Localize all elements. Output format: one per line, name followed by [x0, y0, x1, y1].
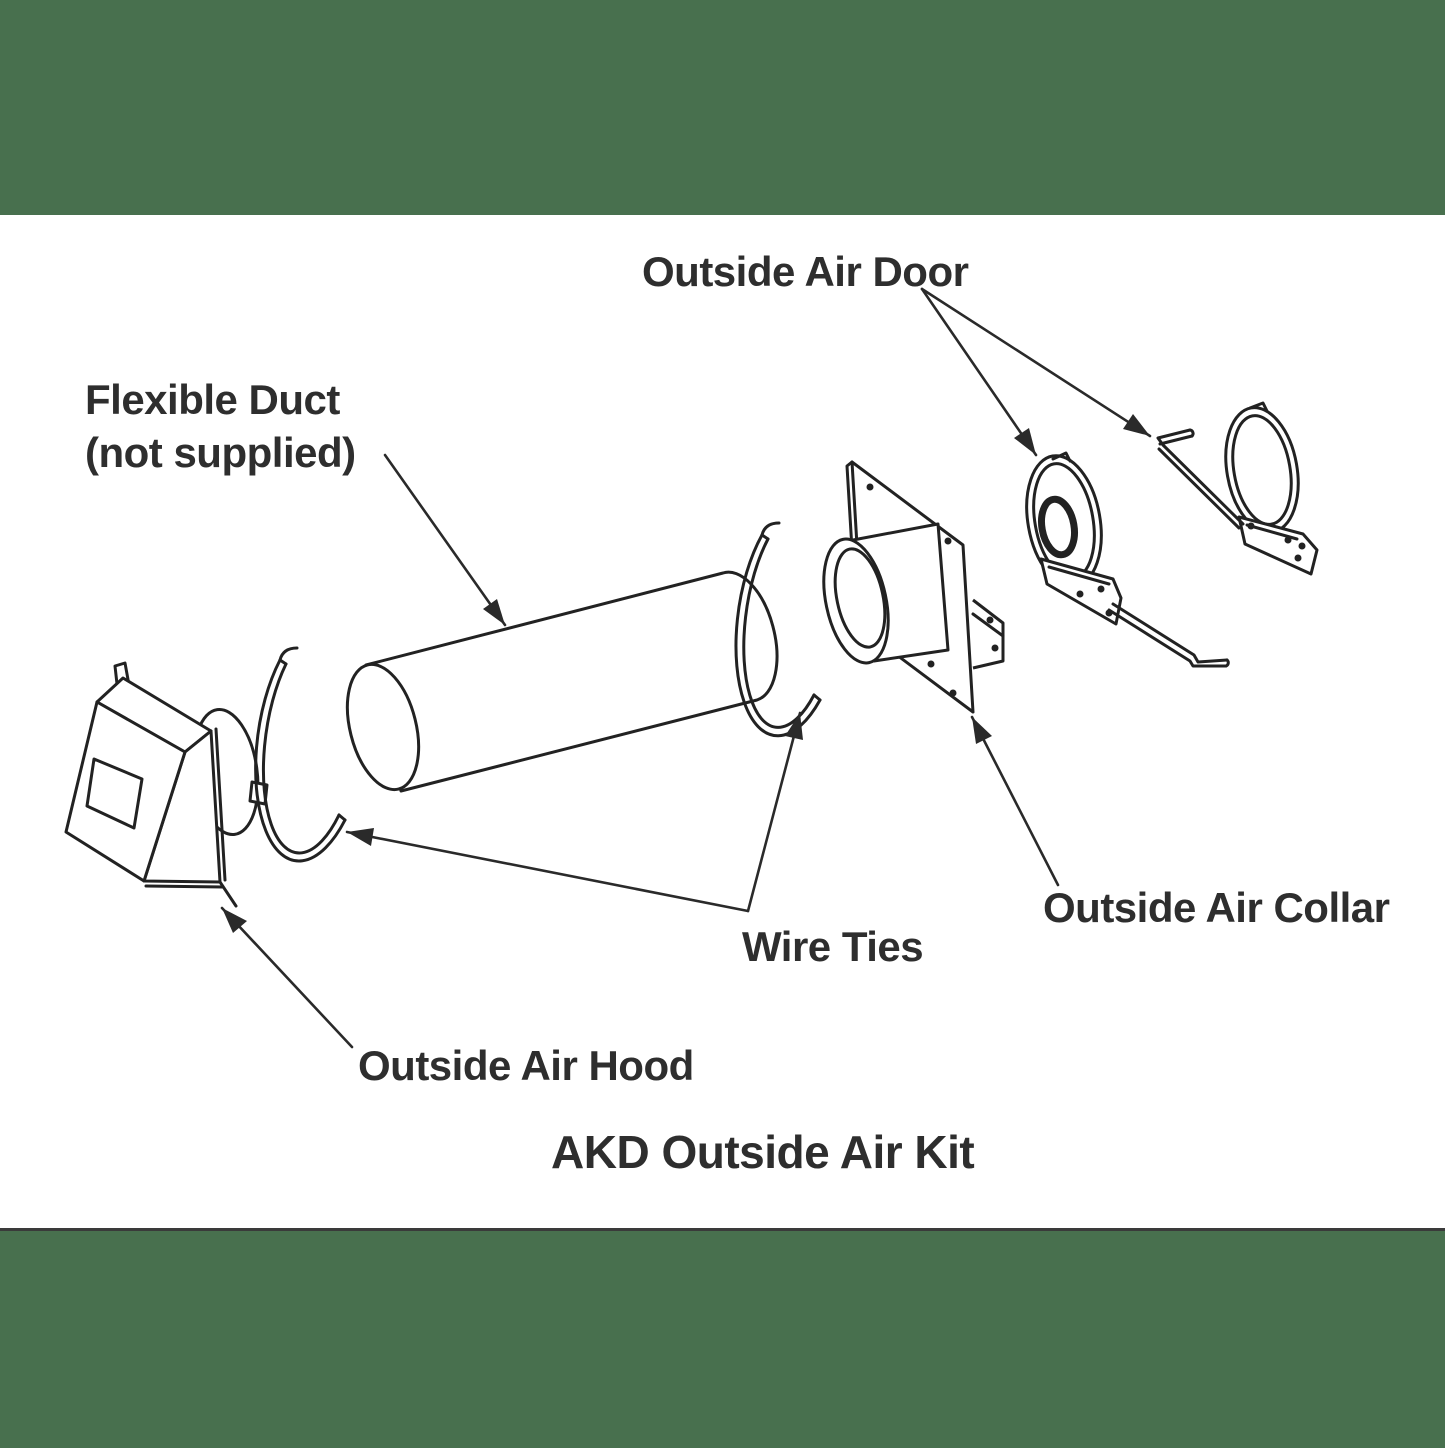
- arrowhead-door-right: [1123, 414, 1150, 436]
- label-flexible-duct-line1: Flexible Duct: [85, 376, 340, 423]
- label-outside-air-door: Outside Air Door: [642, 248, 969, 295]
- label-wire-ties: Wire Ties: [742, 923, 924, 970]
- bottom-letterbox-band: [0, 1228, 1445, 1448]
- outside-air-door-left-drawing: [1025, 451, 1230, 668]
- arrowhead-wire-tie-1: [347, 828, 374, 846]
- arrowhead-wire-tie-2: [785, 713, 803, 740]
- leader-collar: [970, 715, 1060, 887]
- leader-hood: [220, 906, 354, 1049]
- outside-air-door-right-drawing: [1156, 401, 1319, 576]
- arrowhead-hood: [222, 908, 247, 933]
- leader-door-left: [920, 287, 1038, 457]
- outside-air-collar-drawing: [822, 460, 1005, 714]
- leader-wire-tie-1: [345, 830, 750, 913]
- label-flexible-duct-line2: (not supplied): [85, 428, 356, 476]
- label-flexible-duct: Flexible Duct (not supplied): [85, 374, 356, 480]
- outside-air-hood-drawing: [64, 661, 269, 908]
- flexible-duct-drawing: [345, 570, 779, 793]
- wire-tie-1-drawing: [254, 646, 347, 863]
- leader-door-right: [920, 287, 1152, 438]
- leader-flexible-duct: [383, 453, 507, 627]
- leader-lines: [220, 287, 1152, 1049]
- leader-wire-tie-2: [746, 711, 802, 913]
- arrowhead-flexible-duct: [483, 599, 505, 625]
- arrowhead-collar: [972, 717, 992, 744]
- label-outside-air-hood: Outside Air Hood: [358, 1042, 694, 1089]
- arrowhead-door-left: [1014, 428, 1036, 455]
- diagram-title: AKD Outside Air Kit: [551, 1126, 975, 1178]
- label-outside-air-collar: Outside Air Collar: [1043, 884, 1390, 931]
